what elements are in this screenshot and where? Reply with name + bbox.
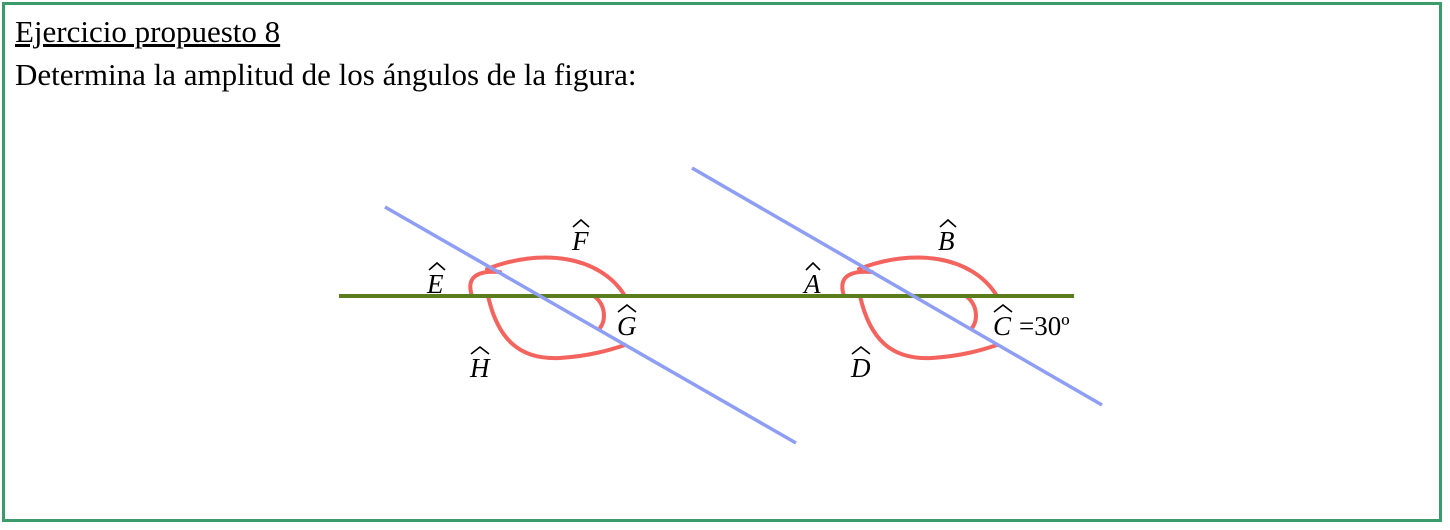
hat-icon xyxy=(470,345,490,355)
given-value: =30º xyxy=(1019,311,1070,341)
hat-icon xyxy=(993,303,1013,313)
hat-icon xyxy=(851,345,871,355)
arc-G xyxy=(592,294,606,330)
hat-icon xyxy=(617,303,637,313)
angle-arcs-left xyxy=(468,255,627,361)
label-F: F xyxy=(571,226,589,256)
arc-E xyxy=(468,269,502,298)
angle-arcs-right xyxy=(840,255,999,361)
arc-D xyxy=(858,294,999,361)
arc-A xyxy=(840,269,874,298)
label-G: G xyxy=(617,311,637,341)
label-D: D xyxy=(850,353,871,383)
arc-F xyxy=(485,255,627,298)
parallel-line-right xyxy=(691,166,1103,407)
hat-icon xyxy=(572,218,590,228)
arc-H xyxy=(486,294,627,361)
exercise-prompt: Determina la amplitud de los ángulos de … xyxy=(15,57,637,92)
label-H: H xyxy=(469,353,491,383)
exercise-frame xyxy=(2,2,1442,522)
hat-icon xyxy=(939,218,957,228)
hat-icon xyxy=(805,261,821,271)
hat-icon xyxy=(428,261,446,271)
angle-labels: F E G H B A C =30º D xyxy=(426,226,1070,383)
label-A: A xyxy=(802,269,821,299)
label-C: C xyxy=(993,311,1012,341)
parallel-line-left xyxy=(384,205,797,445)
arc-B xyxy=(857,255,999,298)
arc-C xyxy=(964,294,978,330)
angle-hats xyxy=(428,218,1013,355)
label-B: B xyxy=(938,226,955,256)
label-E: E xyxy=(426,269,444,299)
exercise-title: Ejercicio propuesto 8 xyxy=(15,14,281,49)
